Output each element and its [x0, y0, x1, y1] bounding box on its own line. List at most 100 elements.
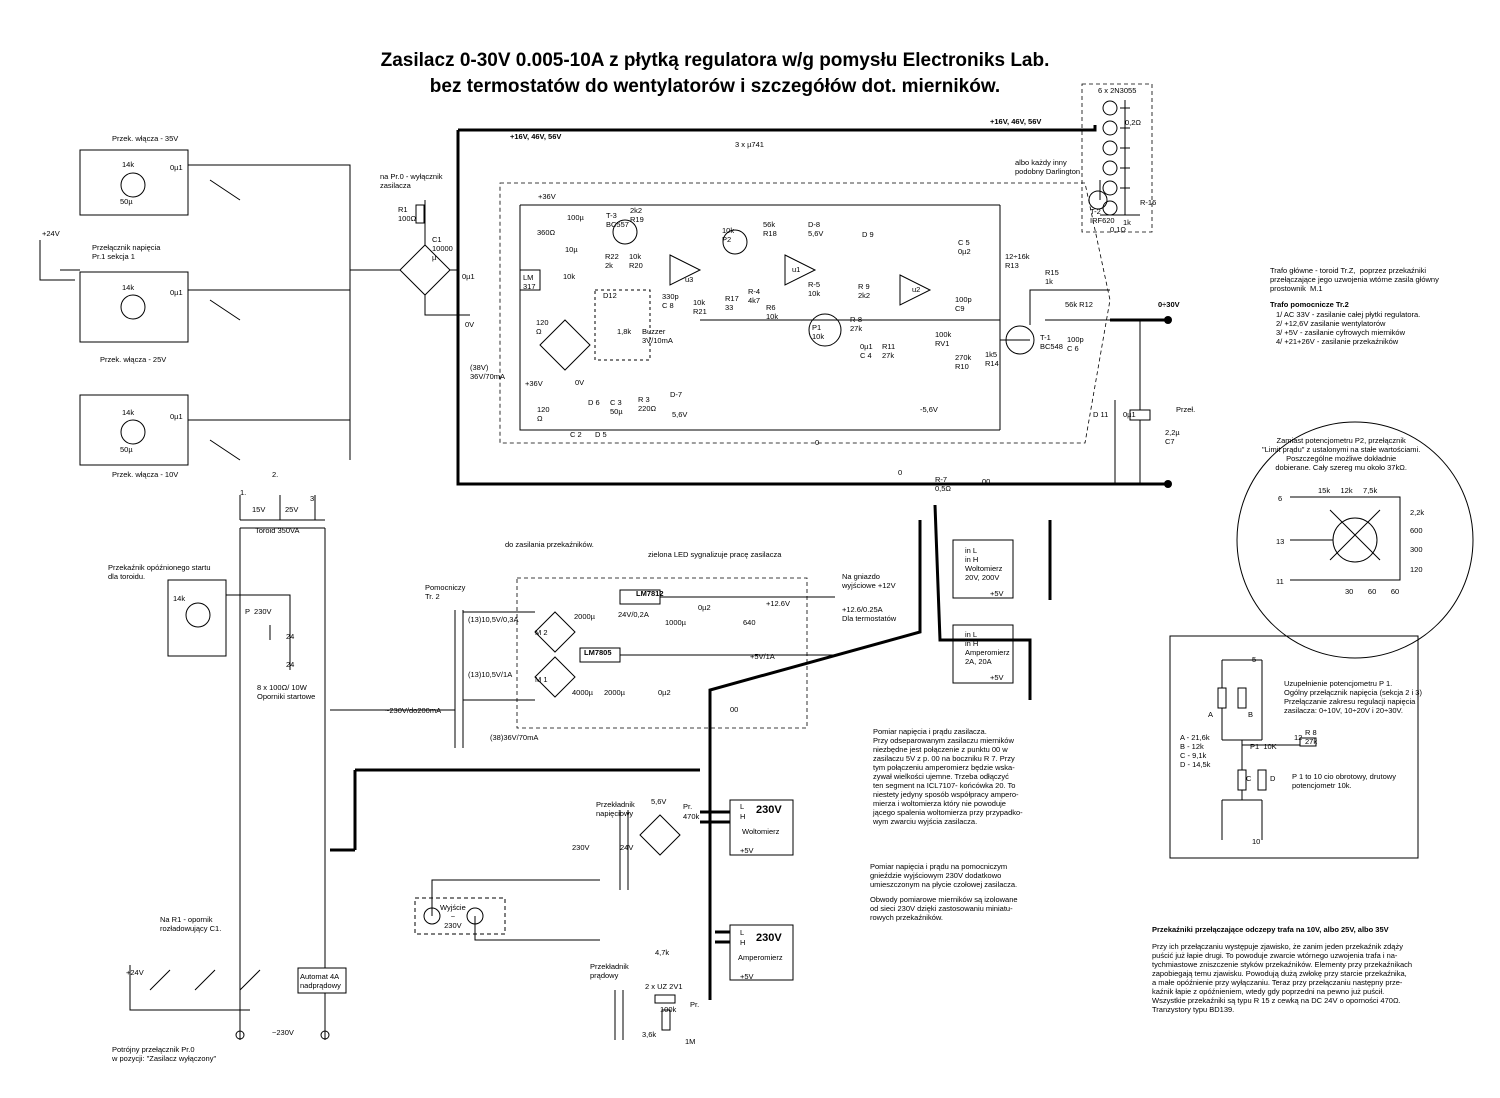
- label-out-term: +12.6/0.25A Dla termostatów: [842, 605, 897, 623]
- label-ext-a: A: [1208, 710, 1214, 719]
- relay-block-3: [79, 394, 189, 466]
- label-c5: C 5 0µ2: [958, 238, 971, 256]
- label-c3: C 3 50µ: [610, 398, 623, 416]
- label-ext-5: 5: [1252, 655, 1257, 664]
- current-limit-switch-circle: [1236, 421, 1474, 659]
- label-r02: 0,2Ω: [1125, 118, 1142, 127]
- label-r21: 10k R21: [693, 298, 707, 316]
- label-buzzer: Buzzer 3V/10mA: [642, 327, 673, 345]
- label-0u1-2: 0µ1: [170, 288, 183, 297]
- label-r010: 0,1Ω: [1110, 225, 1127, 234]
- label-10k-a: 10k: [563, 272, 576, 281]
- label-r120: 120 Ω: [536, 318, 549, 336]
- label-relay-10v: Przek. włącza - 10V: [112, 470, 179, 479]
- label-aux: Pomocniczy Tr. 2: [425, 583, 466, 601]
- label-rail-top-right: +16V, 46V, 56V: [990, 117, 1042, 126]
- label-0-b: 0: [898, 468, 903, 477]
- label-r7: R-7 0,5Ω: [935, 475, 952, 493]
- label-t1: T-1 BC548: [1040, 333, 1063, 351]
- label-d8: D-8 5,6V: [808, 220, 824, 238]
- note-trafo-main: Trafo główne - toroid Tr.Z, poprzez prze…: [1270, 266, 1439, 293]
- output-230-socket: [414, 897, 506, 935]
- label-4000: 4000µ: [572, 688, 594, 697]
- label-0u1-1: 0µ1: [170, 163, 183, 172]
- label-ac230: ~230V: [272, 1028, 294, 1037]
- top-rail: [458, 125, 1097, 132]
- label-50u-1: 50µ: [120, 197, 133, 206]
- label-r22: R22 2k: [605, 252, 619, 270]
- label-m1: M 1: [535, 675, 548, 684]
- label-5v-am: +5V: [990, 673, 1004, 682]
- label-0u2b: 0µ2: [658, 688, 671, 697]
- label-0v-b: 0V: [575, 378, 585, 387]
- label-relay-35v: Przek. włącza - 35V: [112, 134, 179, 143]
- label-56v: 5,6V: [672, 410, 688, 419]
- label-0u2: 0µ2: [698, 603, 711, 612]
- label-c1b: 0µ1: [462, 272, 475, 281]
- label-ext-b: B: [1248, 710, 1254, 719]
- regulator-board-outline: [499, 182, 1111, 444]
- label-minus56: -5,6V: [920, 405, 938, 414]
- label-ext-p1: P1 10K: [1250, 742, 1277, 751]
- label-18k: 1,8k: [617, 327, 632, 336]
- label-0-a: 0: [815, 438, 820, 447]
- relay-block-1: [79, 149, 189, 216]
- label-przel: Przeł.: [1176, 405, 1196, 414]
- u1-opamp: [784, 254, 817, 286]
- label-pr-b: Pr.: [690, 1000, 700, 1009]
- note-trafo-aux-list: 1/ AC 33V - zasilanie całej płytki regul…: [1276, 310, 1421, 346]
- t2-transistor: [1088, 190, 1108, 210]
- label-sec2: (13)10,5V/1A: [468, 670, 513, 679]
- label-pot-120: 120: [1410, 565, 1423, 574]
- label-m2: M 2: [535, 628, 548, 637]
- label-am-l: L: [740, 928, 745, 937]
- label-pot-600: 600: [1410, 526, 1423, 535]
- toroid-symbol: [240, 519, 325, 529]
- label-vm230: 230V: [756, 804, 782, 816]
- label-r5: R-5 10k: [808, 280, 821, 298]
- label-r12: 56k R12: [1065, 300, 1093, 309]
- label-am230b: Amperomierz: [738, 953, 783, 962]
- label-k14-1: 14k: [122, 160, 135, 169]
- label-vm230b: Woltomierz: [742, 827, 780, 836]
- voltmeter-box: [952, 539, 1014, 599]
- label-c8: 330p C 8: [662, 292, 679, 310]
- label-toroid: Toroid 350VA: [255, 526, 300, 535]
- label-d5: D 5: [595, 430, 607, 439]
- label-d11: D 11: [1093, 410, 1109, 419]
- label-r3: R 3 220Ω: [638, 395, 657, 413]
- voltmeter-230-box: [729, 799, 794, 856]
- label-ext-10: 10: [1252, 837, 1261, 846]
- label-c7: 2,2µ C7: [1165, 428, 1180, 446]
- t3-transistor: [612, 219, 638, 245]
- label-5v-vm: +5V: [990, 589, 1004, 598]
- ammeter-box: [952, 624, 1014, 684]
- label-sec3: (38)36V/70mA: [490, 733, 539, 742]
- breaker-box: [297, 967, 347, 994]
- label-1m: 1M: [685, 1037, 696, 1046]
- label-pot-bottom: 30 60 60: [1345, 587, 1400, 596]
- label-r1: R1 100Ω: [398, 205, 417, 223]
- label-r6: R6 10k: [766, 303, 779, 321]
- label-r8x: 8 x 100Ω/ 10W Oporniki startowe: [257, 683, 316, 701]
- label-p230: P 230V: [245, 607, 272, 616]
- u3-opamp: [669, 254, 702, 286]
- label-lm7805: LM7805: [584, 648, 612, 657]
- label-24v02: 24V/0,2A: [618, 610, 649, 619]
- label-out230: Wyjście ~ 230V: [440, 903, 466, 930]
- label-5v1a: +5V/1A: [750, 652, 775, 661]
- p1-extension-box: [1169, 635, 1419, 859]
- p2-pot: [722, 229, 748, 255]
- label-ext-vals: A - 21,6k B - 12k C - 9,1k D - 14,5k: [1180, 733, 1211, 769]
- label-r19: 2k2 R19: [630, 206, 644, 224]
- label-c2: C 2: [570, 430, 582, 439]
- label-230do: ~230V/do200mA: [385, 706, 442, 715]
- label-d7: D-7: [670, 390, 683, 399]
- note-ext: Uzupełnienie potencjometru P 1. Ogólny p…: [1284, 679, 1422, 715]
- label-p2: 10k P2: [722, 226, 735, 244]
- label-24v: 24V: [620, 843, 634, 852]
- label-36v: +36V: [538, 192, 556, 201]
- label-00: 00: [982, 477, 991, 486]
- label-r120b: 120 Ω: [537, 405, 550, 423]
